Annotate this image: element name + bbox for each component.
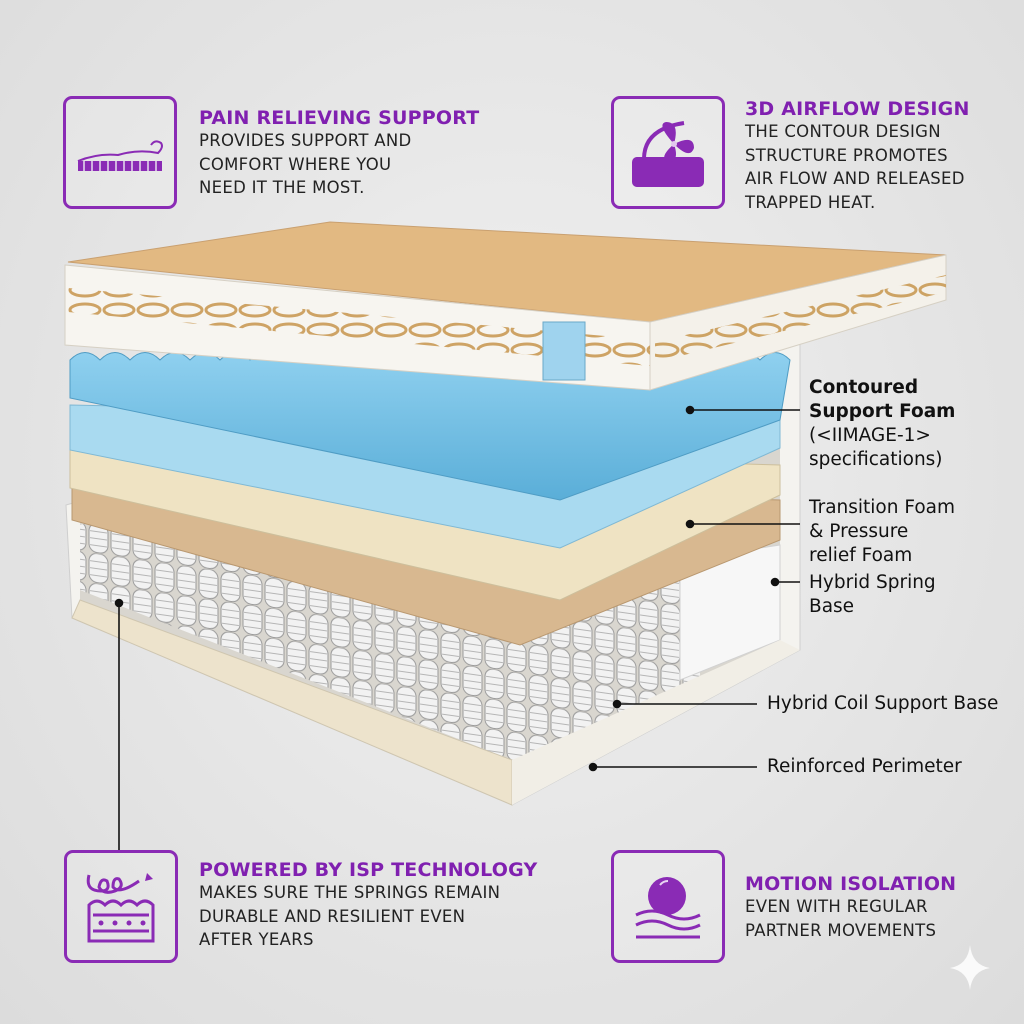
feature-text: TRAPPED HEAT. [745,192,876,212]
feature-title: 3D AIRFLOW DESIGN [745,98,970,120]
label-line: & Pressure [809,521,909,542]
label-line: Base [809,596,855,617]
label-line: specifications) [809,449,943,470]
feature-text: DURABLE AND RESILIENT EVEN [199,906,466,926]
feature-title: POWERED BY ISP TECHNOLOGY [199,859,538,881]
feature-text: PROVIDES SUPPORT AND [199,131,412,150]
label-line: Transition Foam [809,497,956,518]
foam-layers [69,352,791,646]
feature-text: PARTNER MOVEMENTS [745,920,937,940]
label-line: Contoured [809,377,919,398]
feature-title: MOTION ISOLATION [745,873,957,895]
label-line: Hybrid Spring [809,572,936,593]
brand-tag [542,321,586,381]
feature-pain-relieving-support: PAIN RELIEVING SUPPORT PROVIDES SUPPORT … [199,107,479,200]
fan-airflow-icon [611,96,725,209]
feature-3d-airflow-design: 3D AIRFLOW DESIGN THE CONTOUR DESIGN STR… [745,98,970,214]
feature-text: NEED IT THE MOST. [199,178,365,197]
label-line: relief Foam [809,545,913,566]
feature-text: MAKES SURE THE SPRINGS REMAIN [199,883,501,902]
label-contoured-support-foam: Contoured Support Foam [809,376,955,424]
spring-layer-icon [64,850,178,963]
label-line: (<IIMAGE-1> [809,425,931,446]
label-reinforced-perimeter: Reinforced Perimeter [767,756,962,777]
label-transition-foam: Transition Foam & Pressure relief Foam [809,496,955,568]
feature-text: AIR FLOW AND RELEASED [745,169,965,188]
label-hybrid-spring-base: Hybrid Spring Base [809,571,936,619]
feature-isp-technology: POWERED BY ISP TECHNOLOGY MAKES SURE THE… [199,859,537,952]
feature-motion-isolation: MOTION ISOLATION EVEN WITH REGULAR PARTN… [745,873,956,942]
feature-text: COMFORT WHERE YOU [199,154,392,174]
person-lying-on-mattress-icon [63,96,177,209]
label-hybrid-coil-support-base: Hybrid Coil Support Base [767,693,999,714]
leader-lines [114,405,800,850]
label-contoured-spec: (<IIMAGE-1> specifications) [809,424,943,472]
label-line: Support Foam [809,401,956,422]
feature-text: AFTER YEARS [199,930,314,949]
feature-text: THE CONTOUR DESIGN [745,122,941,141]
mattress-top [64,221,947,391]
feature-text: STRUCTURE PROMOTES [745,145,948,165]
feature-text: EVEN WITH REGULAR [745,897,928,916]
sparkle-icon [950,945,990,990]
ball-on-waves-icon [611,850,725,963]
feature-title: PAIN RELIEVING SUPPORT [199,107,480,129]
